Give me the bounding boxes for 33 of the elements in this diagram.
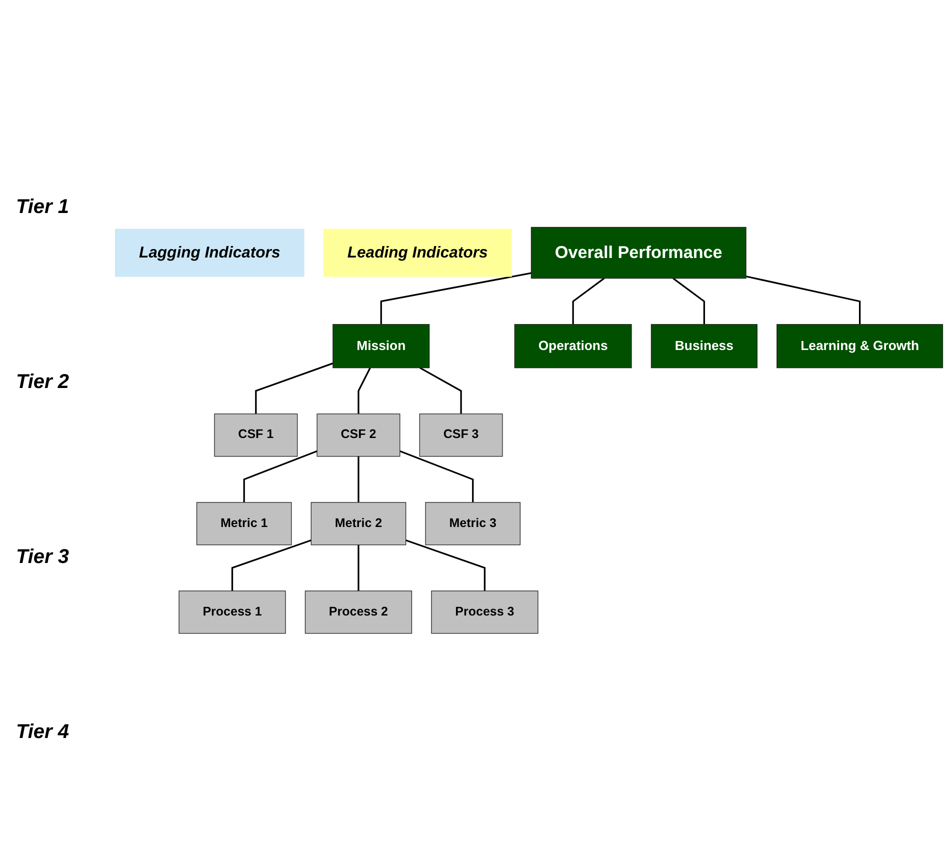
node-box: Mission xyxy=(332,324,430,368)
node-box: Lagging Indicators xyxy=(114,228,304,276)
node-box: Learning & Growth xyxy=(776,324,944,368)
connector xyxy=(243,450,318,502)
connector xyxy=(380,272,532,324)
node-box: CSF 2 xyxy=(316,413,400,456)
connector xyxy=(400,450,474,502)
node-box: Metric 2 xyxy=(310,502,406,545)
tier-label: Tier 2 xyxy=(16,371,70,394)
node-box: Metric 1 xyxy=(196,502,292,545)
connector xyxy=(255,362,334,414)
connector xyxy=(672,277,706,324)
node-box: Business xyxy=(650,324,758,368)
tier-label: Tier 4 xyxy=(16,721,70,744)
connector xyxy=(358,544,360,591)
tier-label: Tier 1 xyxy=(16,196,70,219)
node-box: Process 3 xyxy=(431,590,538,634)
tier-label: Tier 3 xyxy=(16,546,70,569)
connector xyxy=(746,275,861,324)
node-box: Process 2 xyxy=(304,590,412,634)
node-box: Overall Performance xyxy=(530,226,746,278)
connector xyxy=(420,366,462,414)
connector xyxy=(358,456,360,502)
node-box: Metric 3 xyxy=(425,502,521,545)
node-box: Leading Indicators xyxy=(323,228,512,276)
node-box: CSF 3 xyxy=(419,413,503,456)
connector xyxy=(406,539,486,591)
connector xyxy=(231,539,312,591)
node-box: Operations xyxy=(514,324,632,368)
connector xyxy=(572,277,605,324)
node-box: CSF 1 xyxy=(214,413,298,456)
connector xyxy=(358,367,371,414)
node-box: Process 1 xyxy=(178,590,286,634)
